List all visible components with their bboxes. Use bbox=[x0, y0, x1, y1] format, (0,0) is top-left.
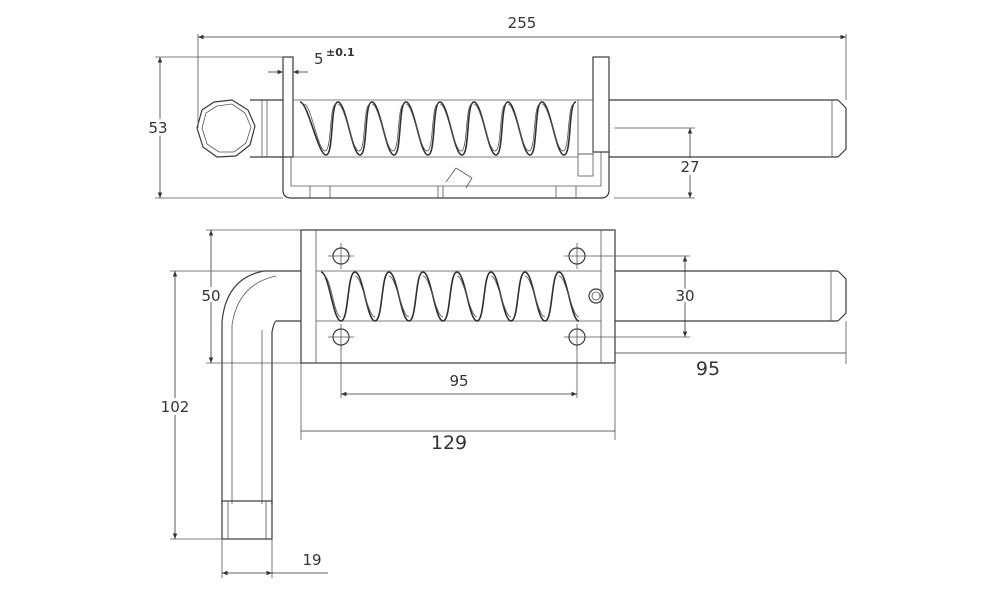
locking-pin bbox=[588, 288, 604, 304]
handle-knob bbox=[196, 99, 256, 158]
dim-total-height: 53 bbox=[148, 119, 167, 137]
mounting-holes bbox=[328, 243, 590, 350]
dim-plate-length: 129 bbox=[431, 432, 467, 454]
mounting-plate bbox=[300, 229, 616, 364]
dim-plate-thickness: 5 bbox=[314, 50, 324, 68]
side-view: 255 5 ±0.1 53 27 bbox=[145, 14, 847, 199]
right-plate bbox=[592, 56, 610, 153]
handle-grip bbox=[221, 500, 273, 540]
left-plate bbox=[282, 56, 294, 158]
handle-knob-inner bbox=[201, 103, 252, 153]
dim-hole-spacing-horizontal: 95 bbox=[449, 372, 468, 390]
dim-hole-spacing-vertical: 30 bbox=[675, 287, 694, 305]
dim-pin-center-height: 27 bbox=[680, 158, 699, 176]
dim-handle-diameter: 19 bbox=[302, 551, 321, 569]
dim-pin-extension: 95 bbox=[696, 358, 720, 380]
l-handle bbox=[221, 270, 277, 504]
dim-plate-tolerance: ±0.1 bbox=[326, 46, 355, 59]
u-bracket bbox=[282, 152, 610, 199]
top-view: 50 102 30 95 129 95 19 bbox=[158, 229, 847, 578]
spring-top bbox=[320, 271, 580, 322]
dim-plate-height: 50 bbox=[201, 287, 220, 305]
dim-handle-height: 102 bbox=[161, 398, 190, 416]
dim-overall-length: 255 bbox=[508, 14, 537, 32]
